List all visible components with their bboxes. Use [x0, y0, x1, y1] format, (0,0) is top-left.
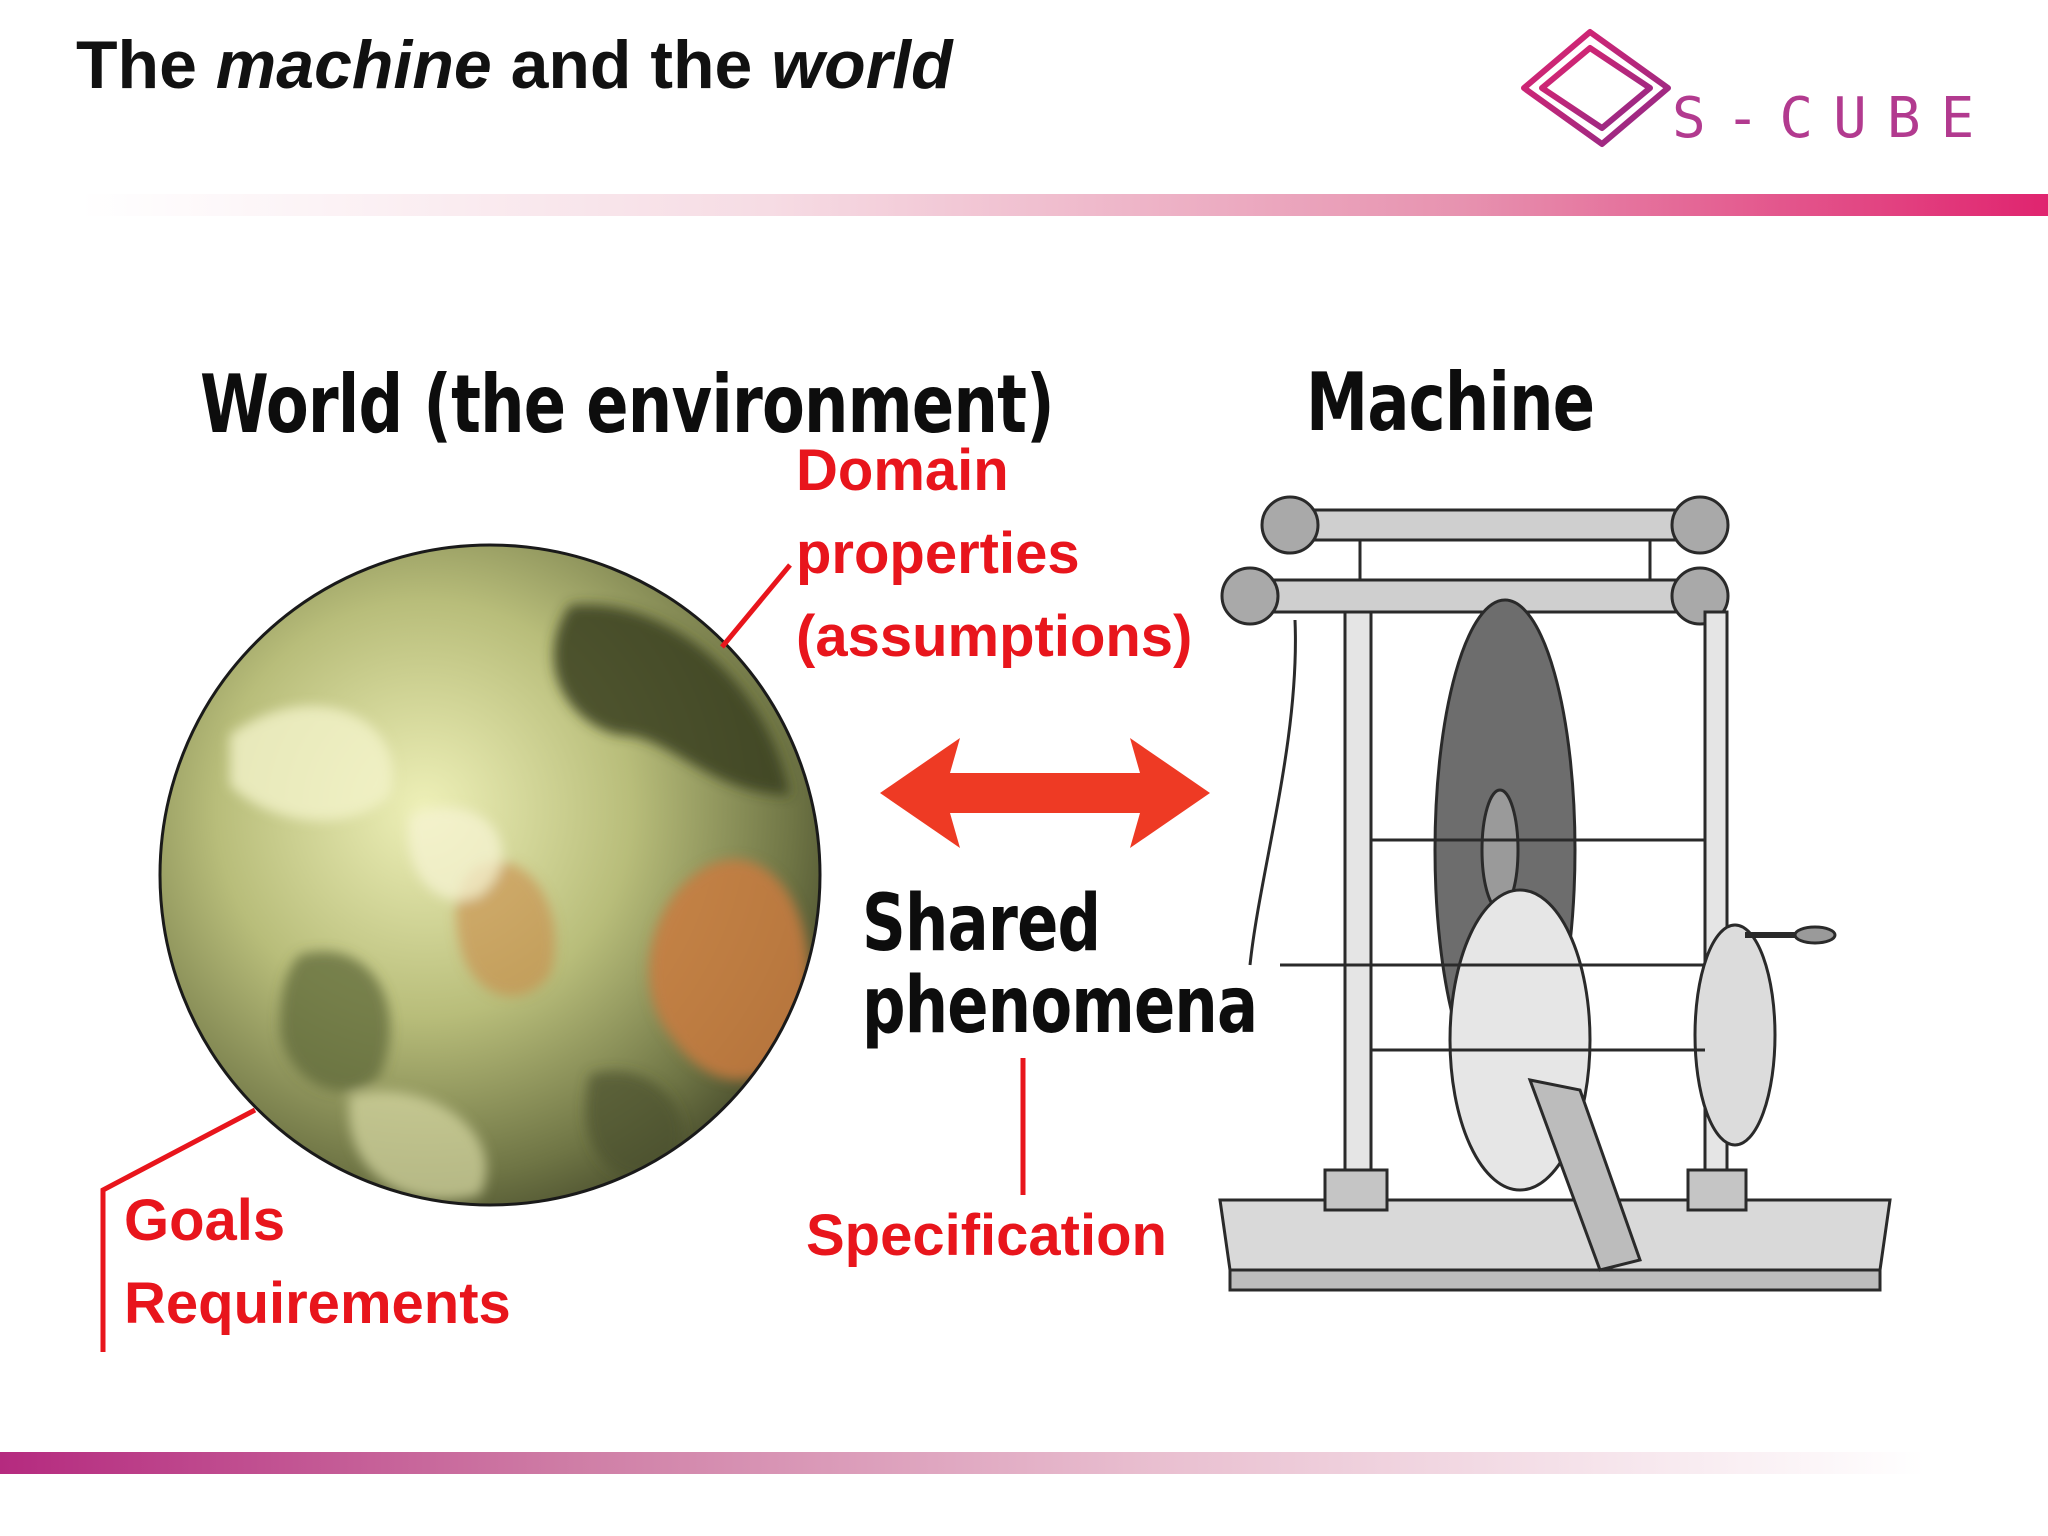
domain-line-1: Domain [796, 438, 1009, 503]
title-part-italic: world [771, 27, 953, 103]
logo-text: S-CUBE [1672, 86, 1995, 151]
title-part: and the [491, 27, 772, 103]
slide-title: The machine and the world [76, 26, 953, 104]
domain-properties-label: Domain properties (assumptions) [796, 430, 1192, 679]
top-divider [80, 194, 2048, 216]
machine-heading: Machine [1306, 356, 1595, 449]
title-part-italic: machine [215, 27, 492, 103]
domain-line-2: properties [796, 520, 1080, 586]
goals-requirements-label: Goals Requirements [124, 1180, 511, 1346]
world-heading: World (the environment) [200, 358, 1055, 451]
s-cube-logo [1521, 29, 1671, 147]
goals-line-1: Goals [124, 1188, 286, 1253]
goals-line-2: Requirements [124, 1270, 511, 1336]
double-headed-arrow-icon [880, 738, 1210, 848]
specification-label: Specification [806, 1203, 1167, 1268]
shared-line-2: phenomena [862, 960, 1258, 1051]
shared-phenomena-label: Shared phenomena [862, 879, 1258, 1051]
title-part: The [76, 27, 216, 103]
bottom-divider [0, 1452, 1925, 1474]
domain-line-3: (assumptions) [796, 603, 1193, 669]
earth-globe-image [158, 543, 822, 1207]
electrostatic-machine-engraving [1218, 495, 1892, 1292]
shared-line-1: Shared [862, 879, 1101, 969]
